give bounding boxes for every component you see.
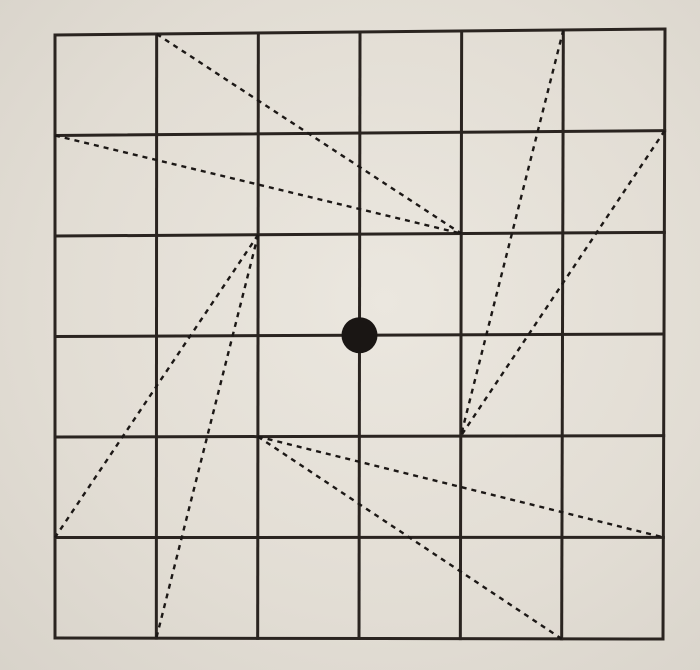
- grid-line-horizontal-6: [53, 636, 665, 641]
- dashed-segments: [54, 29, 666, 640]
- dashed-segment-4: [54, 234, 260, 539]
- grid-line-horizontal-4: [53, 434, 666, 439]
- dashed-segment-7: [257, 435, 563, 640]
- grid-line-horizontal-2: [53, 230, 666, 238]
- center-dot: [341, 317, 378, 354]
- dashed-segment-3: [459, 130, 666, 437]
- grid-line-horizontal-1: [53, 129, 667, 138]
- center-dot-layer: [341, 317, 378, 354]
- dashed-segment-0: [156, 32, 462, 235]
